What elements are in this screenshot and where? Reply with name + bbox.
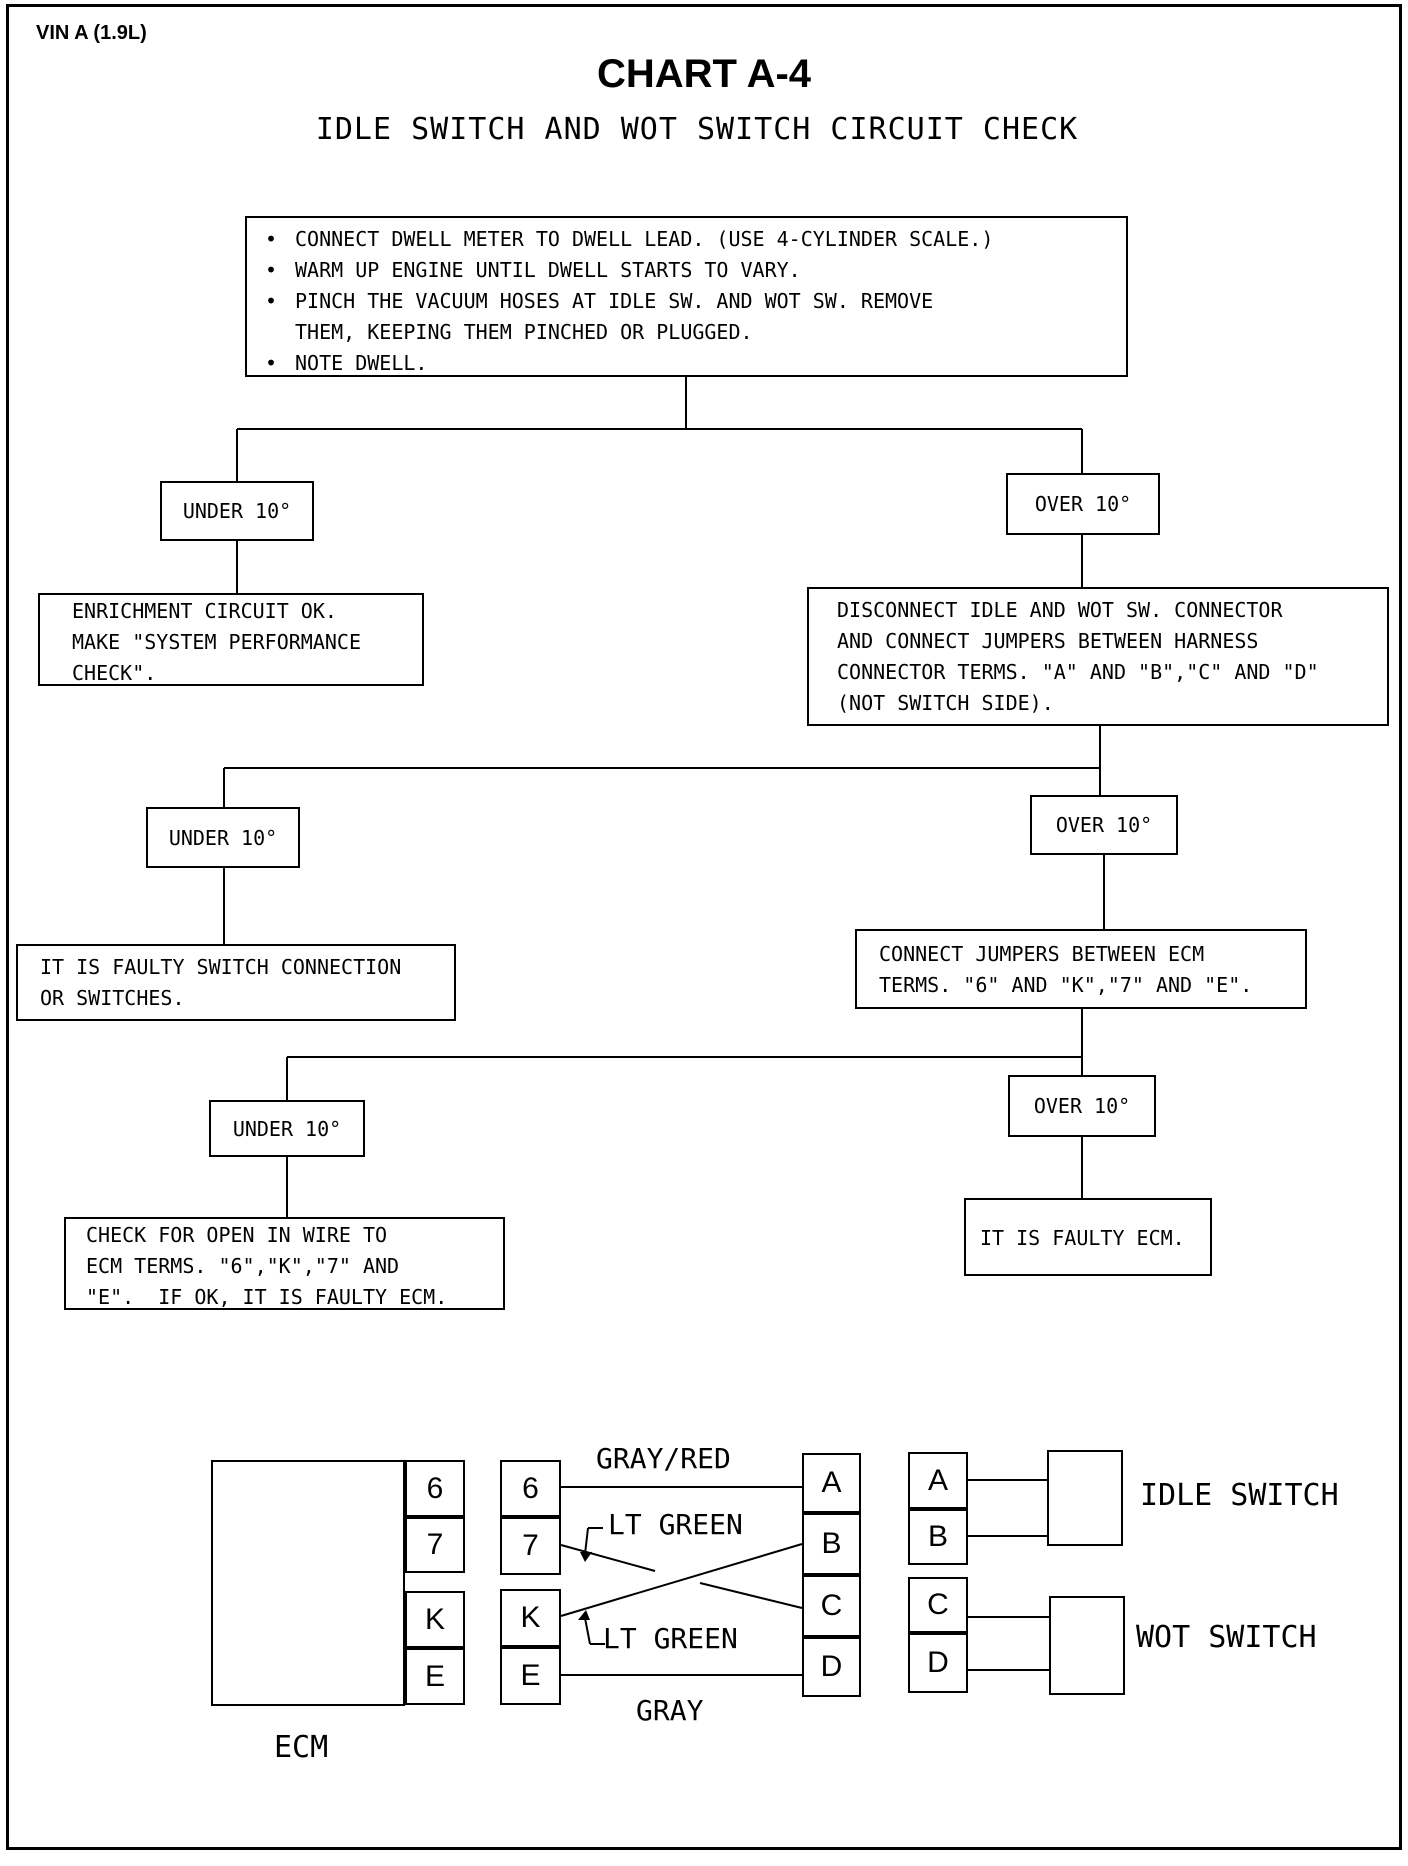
level3-under-result: CHECK FOR OPEN IN WIRE TO ECM TERMS. "6"… bbox=[64, 1217, 505, 1310]
ecm-pin-k: K bbox=[405, 1591, 465, 1648]
level3-over-result: IT IS FAULTY ECM. bbox=[964, 1198, 1212, 1276]
bullet-icon: • bbox=[265, 289, 278, 313]
level2-over-label: OVER 10° bbox=[1030, 795, 1178, 855]
harness-pin-b: B bbox=[802, 1513, 861, 1575]
vin-label: VIN A (1.9L) bbox=[36, 22, 147, 44]
ecm-pin-e: E bbox=[405, 1648, 465, 1705]
harness-pin-6: 6 bbox=[500, 1460, 561, 1517]
wire-label-lt-green-top: LT GREEN bbox=[608, 1508, 743, 1541]
harness-pin-d: D bbox=[802, 1637, 861, 1697]
switch-pin-b: B bbox=[908, 1509, 968, 1565]
switch-pin-c: C bbox=[908, 1577, 968, 1633]
ecm-label: ECM bbox=[274, 1730, 329, 1765]
chart-subtitle: IDLE SWITCH AND WOT SWITCH CIRCUIT CHECK bbox=[315, 112, 1079, 147]
bullet-icon: • bbox=[265, 258, 278, 282]
start-instructions-box: •CONNECT DWELL METER TO DWELL LEAD. (USE… bbox=[245, 216, 1128, 377]
ecm-module bbox=[211, 1460, 405, 1706]
level2-under-label: UNDER 10° bbox=[146, 807, 300, 868]
instruction-step: •NOTE DWELL. bbox=[265, 348, 1126, 379]
wot-switch-label: WOT SWITCH bbox=[1136, 1620, 1317, 1655]
bullet-icon: • bbox=[265, 351, 278, 375]
harness-pin-a: A bbox=[802, 1453, 861, 1513]
level1-under-result: ENRICHMENT CIRCUIT OK. MAKE "SYSTEM PERF… bbox=[38, 593, 424, 686]
level1-under-label: UNDER 10° bbox=[160, 481, 314, 541]
switch-pin-a: A bbox=[908, 1452, 968, 1509]
wot-switch-body bbox=[1049, 1596, 1125, 1695]
page-frame bbox=[6, 4, 1402, 1850]
bullet-icon: • bbox=[265, 227, 278, 251]
switch-pin-d: D bbox=[908, 1633, 968, 1693]
level3-under-label: UNDER 10° bbox=[209, 1100, 365, 1157]
wire-label-gray: GRAY bbox=[636, 1694, 704, 1727]
instruction-step: •WARM UP ENGINE UNTIL DWELL STARTS TO VA… bbox=[265, 255, 1126, 286]
harness-pin-c: C bbox=[802, 1575, 861, 1637]
harness-pin-k: K bbox=[500, 1589, 561, 1647]
wire-label-gray-red: GRAY/RED bbox=[596, 1442, 731, 1475]
wire-label-lt-green-bottom: LT GREEN bbox=[603, 1622, 738, 1655]
harness-pin-e: E bbox=[500, 1647, 561, 1705]
ecm-pin-7: 7 bbox=[405, 1517, 465, 1573]
level2-under-result: IT IS FAULTY SWITCH CONNECTION OR SWITCH… bbox=[16, 944, 456, 1021]
idle-switch-label: IDLE SWITCH bbox=[1140, 1478, 1339, 1513]
level1-over-label: OVER 10° bbox=[1006, 473, 1160, 535]
level1-over-action: DISCONNECT IDLE AND WOT SW. CONNECTOR AN… bbox=[807, 587, 1389, 726]
level2-over-action: CONNECT JUMPERS BETWEEN ECM TERMS. "6" A… bbox=[855, 929, 1307, 1009]
chart-title: CHART A-4 bbox=[596, 52, 812, 96]
instruction-step: •PINCH THE VACUUM HOSES AT IDLE SW. AND … bbox=[265, 286, 1126, 317]
level3-over-label: OVER 10° bbox=[1008, 1075, 1156, 1137]
ecm-pin-6: 6 bbox=[405, 1460, 465, 1517]
idle-switch-body bbox=[1047, 1450, 1123, 1546]
harness-pin-7: 7 bbox=[500, 1517, 561, 1575]
instruction-step-continued: THEM, KEEPING THEM PINCHED OR PLUGGED. bbox=[295, 320, 753, 344]
instruction-step: •CONNECT DWELL METER TO DWELL LEAD. (USE… bbox=[265, 224, 1126, 255]
